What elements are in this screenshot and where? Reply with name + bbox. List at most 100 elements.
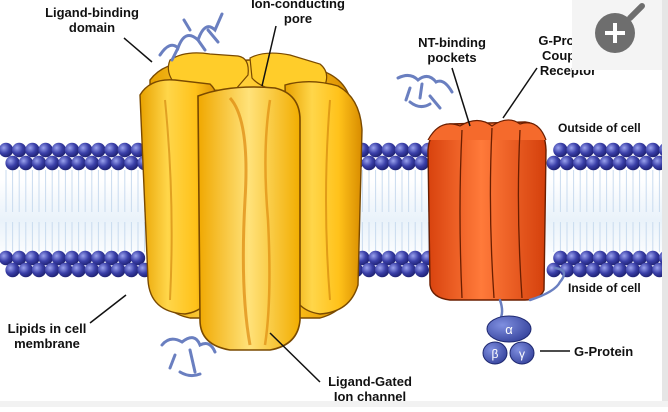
lipid-head	[599, 155, 614, 171]
lipid-head	[104, 250, 119, 266]
lipid-head	[414, 155, 429, 171]
svg-text:Ligand-binding: Ligand-binding	[45, 5, 139, 20]
lipid-head	[592, 250, 608, 266]
lipid-head	[632, 250, 647, 266]
lipid-head	[625, 155, 641, 171]
svg-text:Ligand-Gated: Ligand-Gated	[328, 374, 412, 389]
lipid-head	[58, 155, 73, 171]
lipid-head	[31, 262, 47, 278]
label-nt-binding-pockets: NT-binding pockets	[418, 35, 486, 65]
lipid-head	[632, 142, 647, 158]
zoom-button[interactable]	[572, 0, 662, 70]
lipid-head	[592, 142, 608, 158]
lipid-head	[38, 250, 53, 266]
lipid-head	[97, 155, 113, 171]
ligand-gated-ion-channel	[139, 52, 363, 351]
g-gamma-subunit	[509, 341, 535, 365]
lipid-head	[64, 250, 80, 266]
lipid-head	[368, 142, 383, 158]
lipid-head	[91, 250, 106, 266]
lipid-head	[78, 250, 93, 266]
lipid-head	[58, 262, 73, 278]
lipid-head	[0, 142, 14, 158]
svg-text:domain: domain	[69, 20, 115, 35]
lipid-head	[566, 142, 581, 158]
lipid-head	[375, 262, 390, 278]
lipid-head	[599, 262, 614, 278]
lipid-head	[84, 155, 100, 171]
lipid-head	[78, 142, 93, 158]
lipid-head	[51, 142, 66, 158]
lipid-head	[639, 155, 654, 171]
lipid-head	[559, 155, 575, 171]
lipid-head	[408, 142, 423, 158]
lipid-head	[130, 250, 146, 266]
lipid-head	[71, 262, 86, 278]
svg-text:pore: pore	[284, 11, 312, 26]
lipid-head	[25, 142, 40, 158]
lipid-head	[25, 250, 40, 266]
lipid-head	[375, 155, 390, 171]
lipid-head	[401, 155, 416, 171]
label-inside-of-cell: Inside of cell	[568, 281, 641, 295]
lipid-head	[606, 250, 621, 266]
lipid-head	[5, 262, 20, 278]
lipid-head	[361, 262, 377, 278]
lipid-head	[111, 155, 126, 171]
label-outside-of-cell: Outside of cell	[558, 121, 641, 135]
lipid-head	[388, 155, 403, 171]
ligand-bottom-icon	[160, 336, 217, 378]
lipid-head	[573, 155, 588, 171]
label-ligand-gated: Ligand-Gated Ion channel	[328, 374, 412, 404]
g-alpha-subunit	[486, 315, 532, 343]
lipid-head	[5, 155, 20, 171]
lipid-head	[18, 155, 33, 171]
lipid-head	[546, 155, 561, 171]
lipid-head	[45, 155, 60, 171]
svg-text:membrane: membrane	[14, 336, 80, 351]
alpha-label: α	[505, 322, 513, 337]
lipid-head	[71, 155, 86, 171]
lipid-head	[381, 250, 396, 266]
label-ion-conducting-pore: Ion-conducting pore	[251, 0, 345, 26]
lipid-head	[401, 262, 416, 278]
lipid-head	[606, 142, 621, 158]
lipid-head	[579, 142, 594, 158]
lipid-head	[408, 250, 423, 266]
label-g-protein: G-Protein	[574, 344, 633, 359]
lipid-head	[361, 155, 377, 171]
lipid-head	[566, 250, 581, 266]
lipid-head	[18, 262, 33, 278]
lipid-head	[45, 262, 60, 278]
beta-label: β	[492, 347, 499, 361]
lipid-head	[111, 262, 126, 278]
lipid-tails	[5, 170, 667, 252]
svg-text:Lipids in cell: Lipids in cell	[8, 321, 87, 336]
lipid-head	[619, 142, 634, 158]
lipid-head	[124, 262, 139, 278]
lipid-head	[117, 250, 132, 266]
leader-lines	[89, 25, 570, 383]
svg-text:Ion channel: Ion channel	[334, 389, 406, 404]
lipid-head	[645, 142, 660, 158]
lipid-head	[612, 262, 627, 278]
lipid-head	[12, 142, 27, 158]
lipid-head	[31, 155, 47, 171]
g-protein-coupled-receptor	[427, 119, 547, 301]
lipid-head	[414, 262, 429, 278]
lipid-head	[51, 250, 66, 266]
lipid-head	[573, 262, 588, 278]
label-ligand-binding-domain: Ligand-binding domain	[45, 5, 139, 35]
lipid-head	[619, 250, 634, 266]
ligand-top-icon	[158, 12, 224, 62]
lipid-head	[394, 250, 410, 266]
lipid-head	[553, 250, 568, 266]
g-beta-subunit	[482, 341, 508, 365]
lipid-head	[625, 262, 641, 278]
lipid-head	[64, 142, 80, 158]
frame-border	[662, 0, 668, 407]
lipid-head	[579, 250, 594, 266]
lipid-head	[546, 262, 561, 278]
